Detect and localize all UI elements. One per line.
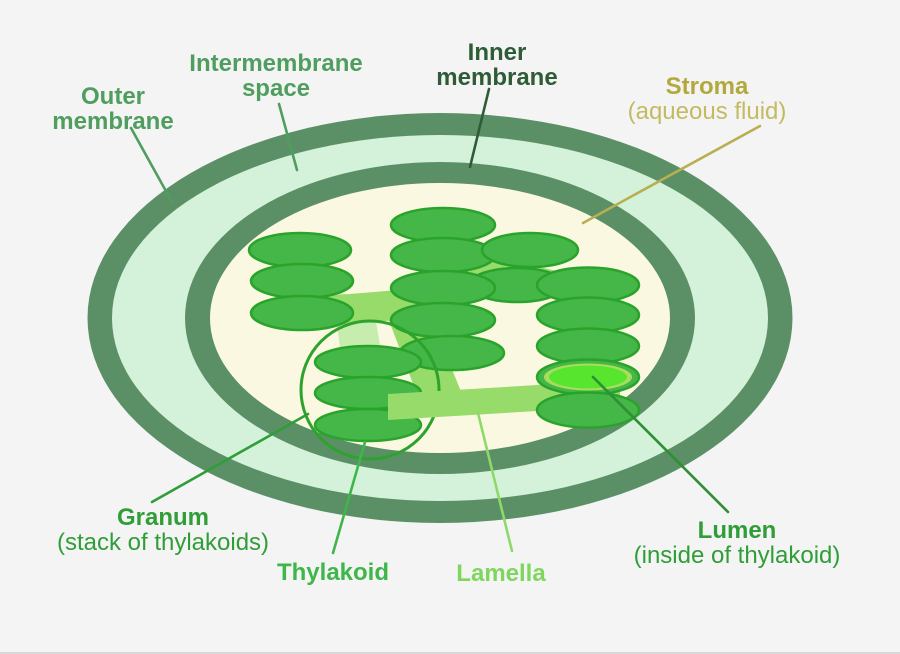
- image-bottom-edge: [0, 652, 900, 654]
- granum-highlight-circle: [299, 319, 441, 461]
- thylakoid-ellipse: [389, 236, 497, 274]
- leader-line-granum: [150, 412, 310, 504]
- leader-line-thylakoid: [331, 440, 367, 555]
- leader-line-outer-membrane: [129, 126, 174, 204]
- leader-line-intermembrane-space: [277, 102, 299, 172]
- leader-line-lumen: [591, 375, 730, 514]
- thylakoid-ellipse: [249, 294, 355, 332]
- thylakoid-ellipse: [389, 269, 497, 307]
- thylakoid-ellipse: [480, 231, 580, 269]
- thylakoid-ellipse: [247, 231, 353, 269]
- leader-line-stroma: [581, 124, 762, 225]
- leader-line-lamella: [476, 411, 514, 553]
- thylakoid-ellipse: [535, 391, 641, 429]
- thylakoid-ellipse: [313, 344, 423, 380]
- thylakoid-lumen: [549, 365, 627, 389]
- thylakoid-ellipse: [249, 262, 355, 300]
- leader-line-inner-membrane: [468, 87, 491, 169]
